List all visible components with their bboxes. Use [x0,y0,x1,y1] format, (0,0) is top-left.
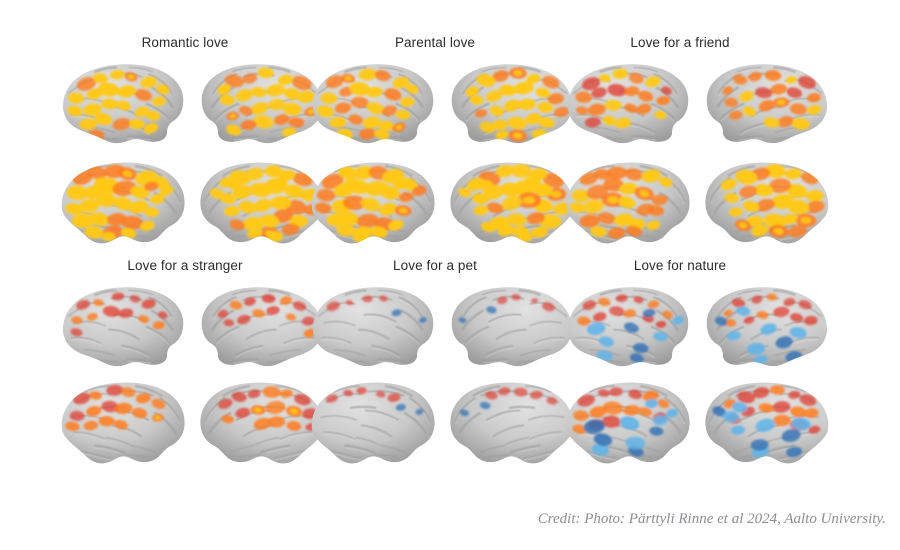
brain-love-for-a-friend-medial-left [560,152,695,256]
brain-parental-love-lateral-left [305,52,440,156]
panel-title-love-for-a-friend: Love for a friend [630,35,730,50]
brain-love-for-a-pet-medial-right [445,372,580,476]
panel-title-parental-love: Parental love [394,35,476,50]
brain-romantic-love-medial-right [195,152,330,256]
brain-love-for-a-stranger-lateral-right [195,275,330,379]
brain-love-for-nature-medial-left [560,372,695,476]
brain-romantic-love-medial-left [55,152,190,256]
brain-love-for-a-pet-lateral-left [305,275,440,379]
brain-love-for-a-friend-medial-right [700,152,835,256]
brain-love-for-a-friend-lateral-right [700,52,835,156]
brain-love-for-nature-lateral-left [560,275,695,379]
brain-parental-love-medial-right [445,152,580,256]
panel-title-romantic-love: Romantic love [141,35,229,50]
panel-title-love-for-nature: Love for nature [633,258,727,273]
brain-love-for-a-friend-lateral-left [560,52,695,156]
brain-love-for-a-stranger-medial-left [55,372,190,476]
brain-romantic-love-lateral-right [195,52,330,156]
brain-love-for-nature-lateral-right [700,275,835,379]
brain-romantic-love-lateral-left [55,52,190,156]
brain-love-for-a-stranger-lateral-left [55,275,190,379]
panel-title-love-for-a-stranger: Love for a stranger [127,258,243,273]
brain-parental-love-lateral-right [445,52,580,156]
brain-love-for-nature-medial-right [700,372,835,476]
brain-love-for-a-pet-lateral-right [445,275,580,379]
panel-title-love-for-a-pet: Love for a pet [393,258,477,273]
image-credit: Credit: Photo: Pärttyli Rinne et al 2024… [537,511,886,527]
brain-love-for-a-pet-medial-left [305,372,440,476]
brain-parental-love-medial-left [305,152,440,256]
